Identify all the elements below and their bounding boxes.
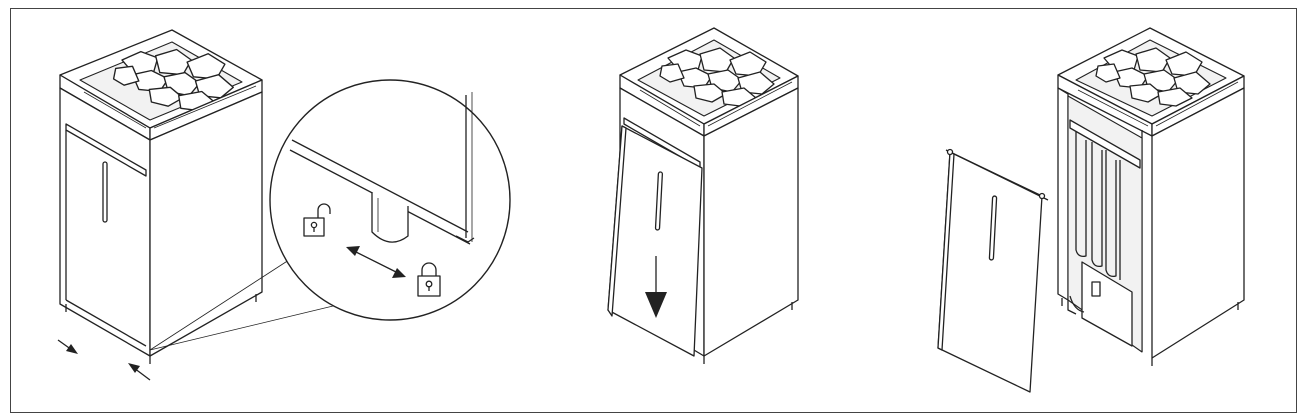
lock-icon: [417, 262, 441, 297]
zoom-callout-lines: [149, 257, 359, 351]
zoom-circle-latch-detail: [269, 79, 511, 321]
push-in-arrow-right: [128, 363, 151, 381]
down-arrow: [645, 256, 667, 318]
step-3-panel-removed: [937, 27, 1245, 393]
double-headed-arrow: [346, 246, 406, 278]
step-2-panel-tilting: [607, 27, 799, 364]
unlock-icon: [303, 203, 331, 237]
push-in-arrow-left: [57, 339, 78, 354]
step-1-heater-closed: [59, 29, 263, 364]
